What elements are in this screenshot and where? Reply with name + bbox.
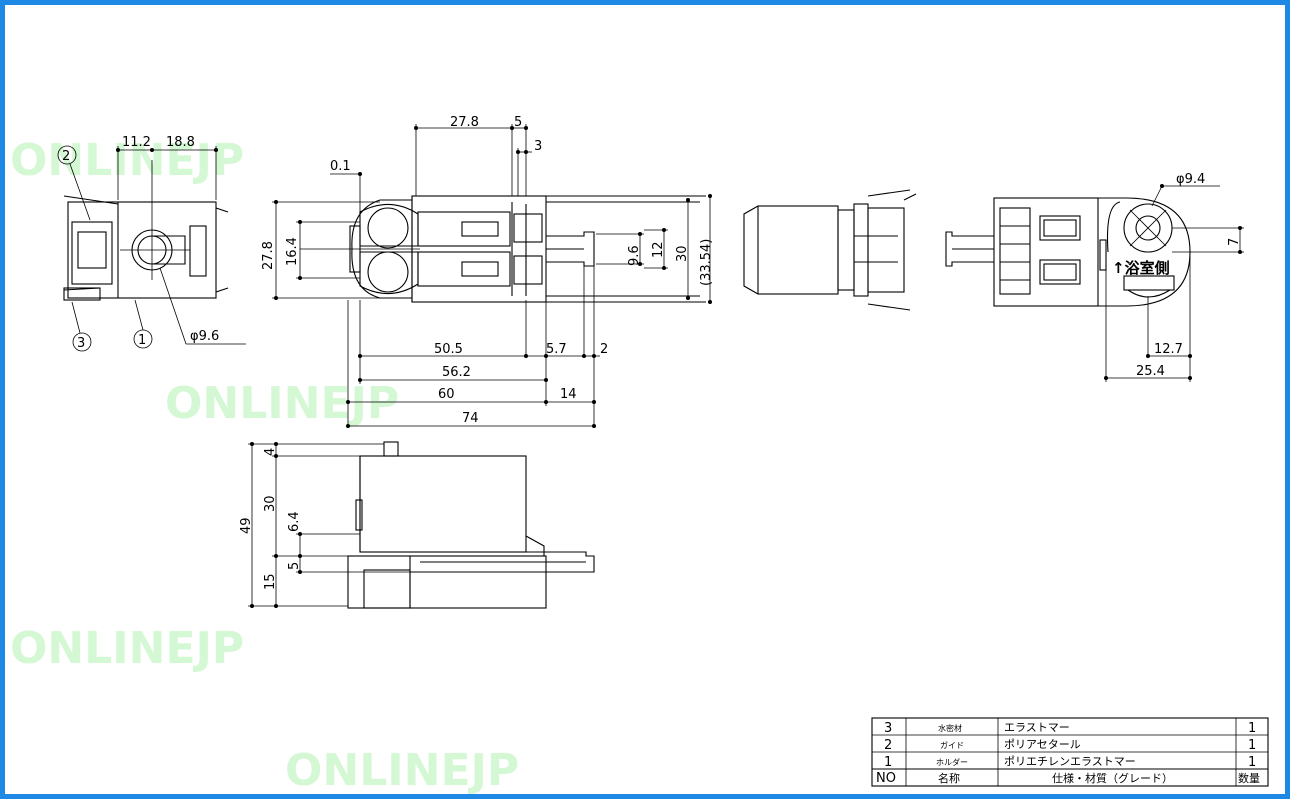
bom-row-2-name: ガイド: [940, 740, 964, 750]
bom-row-3-qty: 1: [1248, 721, 1256, 736]
dim-phi-9-6: φ9.6: [190, 329, 219, 344]
bom-row-1-no: 1: [884, 755, 892, 770]
dim-12-7: 12.7: [1154, 342, 1183, 357]
dim-16-4: 16.4: [285, 237, 300, 266]
dim-33-54: (33.54): [699, 239, 714, 286]
dim-5-7: 5.7: [546, 342, 567, 357]
bath-side-label: ↑浴室側: [1112, 259, 1170, 277]
watermark-3: ONLINEJP: [10, 623, 244, 674]
dim-30-right: 30: [675, 245, 690, 262]
dim-56-2: 56.2: [442, 365, 471, 380]
dim-14: 14: [560, 387, 577, 402]
watermark-1: ONLINEJP: [10, 135, 244, 186]
bom-row-3-name: 水密材: [938, 723, 962, 733]
dim-5-top: 5: [514, 115, 522, 130]
callout-2: 2: [62, 149, 70, 164]
watermark-2: ONLINEJP: [165, 378, 399, 429]
dim-4: 4: [263, 448, 278, 456]
dim-9-6-right: 9.6: [627, 245, 642, 266]
bom-header-spec: 仕様・材質（グレード）: [1052, 771, 1173, 785]
callout-3: 3: [77, 336, 85, 351]
dim-phi-9-4: φ9.4: [1176, 172, 1205, 187]
front-main-view: 27.8 5 3 0.1 27.8 16.4 9.6: [261, 115, 714, 428]
callout-1: 1: [138, 333, 146, 348]
dim-60: 60: [438, 387, 455, 402]
dim-2: 2: [600, 342, 608, 357]
dim-50-5: 50.5: [434, 342, 463, 357]
dim-74: 74: [462, 411, 479, 426]
bom-row-2-spec: ポリアセタール: [1004, 738, 1081, 751]
dim-27-8-top: 27.8: [450, 115, 479, 130]
dim-15: 15: [263, 573, 278, 590]
bom-header-name: 名称: [938, 771, 960, 785]
dim-25-4: 25.4: [1136, 364, 1165, 379]
dim-5-bottom: 5: [287, 562, 302, 570]
bom-row-1-name: ホルダー: [936, 757, 968, 767]
dim-0-1: 0.1: [330, 159, 351, 174]
dim-3-top: 3: [534, 139, 542, 154]
bill-of-materials: 3 水密材 エラストマー 1 2 ガイド ポリアセタール 1 1 ホルダー ポリ…: [871, 717, 1269, 787]
right-end-view: ↑浴室側 φ9.4 7 12.7 25.4: [945, 172, 1244, 382]
bom-row-1-qty: 1: [1248, 755, 1256, 770]
bom-row-3-no: 3: [884, 721, 892, 736]
dim-7: 7: [1227, 238, 1242, 246]
side-profile-view: [743, 189, 917, 311]
dim-12: 12: [651, 241, 666, 258]
bom-row-3-spec: エラストマー: [1004, 721, 1070, 734]
dim-11-2: 11.2: [122, 135, 151, 150]
bottom-side-view: 49 4 30 15 6.4 5: [239, 441, 595, 609]
left-end-view: 11.2 18.8 φ9.6 2 3 1: [57, 135, 246, 352]
bom-header-no: NO: [876, 771, 896, 786]
watermark-4: ONLINEJP: [285, 745, 519, 796]
dim-18-8: 18.8: [166, 135, 195, 150]
dim-6-4: 6.4: [287, 511, 302, 532]
dim-27-8-left: 27.8: [261, 241, 276, 270]
bom-header-qty: 数量: [1238, 772, 1260, 785]
bom-row-2-no: 2: [884, 738, 892, 753]
dim-49: 49: [239, 517, 254, 534]
bom-row-2-qty: 1: [1248, 738, 1256, 753]
bom-row-1-spec: ポリエチレンエラストマー: [1004, 755, 1136, 768]
dim-30-bottom: 30: [263, 495, 278, 512]
